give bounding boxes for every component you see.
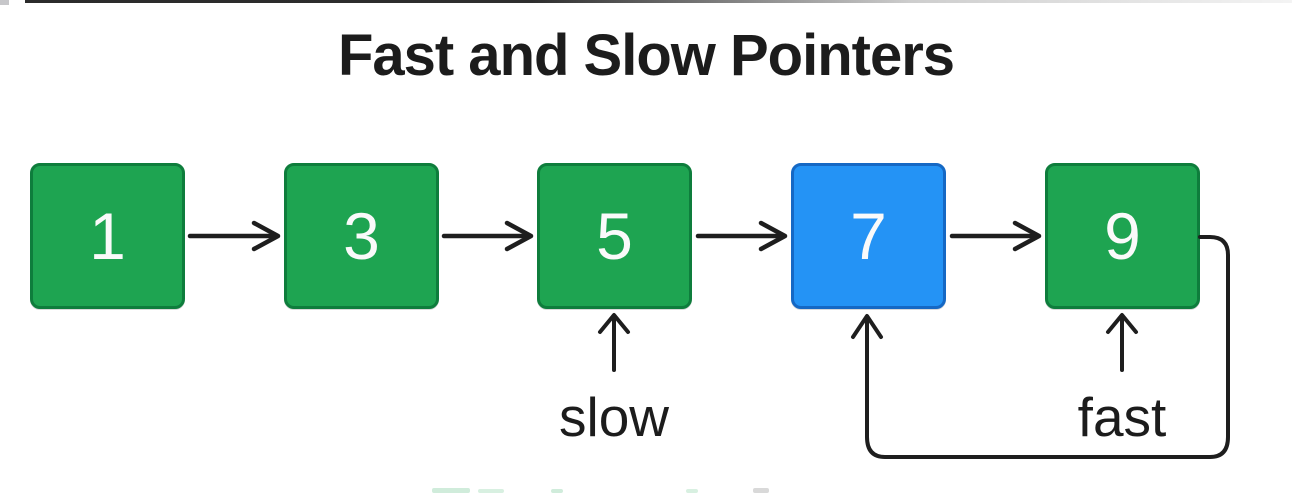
node-9: 9 bbox=[1045, 163, 1200, 309]
link-arrow-5-to-7-icon bbox=[695, 220, 788, 252]
link-arrow-7-to-9-icon bbox=[949, 220, 1042, 252]
slow-label: slow bbox=[558, 386, 670, 448]
top-edge-line bbox=[25, 0, 1292, 3]
fast-pointer-arrow-icon bbox=[1106, 313, 1138, 372]
bottom-crop-artifact bbox=[478, 489, 504, 493]
node-5: 5 bbox=[537, 163, 692, 309]
slow-pointer-arrow-icon bbox=[598, 313, 630, 372]
node-5-value: 5 bbox=[596, 199, 633, 273]
node-7: 7 bbox=[791, 163, 946, 309]
bottom-crop-artifact bbox=[432, 488, 470, 493]
top-corner-artifact bbox=[0, 0, 9, 5]
page-title: Fast and Slow Pointers bbox=[337, 23, 955, 88]
node-1: 1 bbox=[30, 163, 185, 309]
fast-label: fast bbox=[1077, 386, 1167, 448]
node-3: 3 bbox=[284, 163, 439, 309]
cycle-arrow-9-to-7-icon bbox=[851, 235, 1230, 459]
bottom-crop-artifact bbox=[686, 489, 698, 493]
link-arrow-1-to-3-icon bbox=[187, 220, 281, 252]
bottom-crop-artifact bbox=[753, 488, 769, 493]
bottom-crop-artifact bbox=[551, 489, 563, 493]
link-arrow-3-to-5-icon bbox=[441, 220, 534, 252]
node-1-value: 1 bbox=[89, 199, 126, 273]
node-9-value: 9 bbox=[1104, 199, 1141, 273]
node-7-value: 7 bbox=[850, 199, 887, 273]
node-3-value: 3 bbox=[343, 199, 380, 273]
